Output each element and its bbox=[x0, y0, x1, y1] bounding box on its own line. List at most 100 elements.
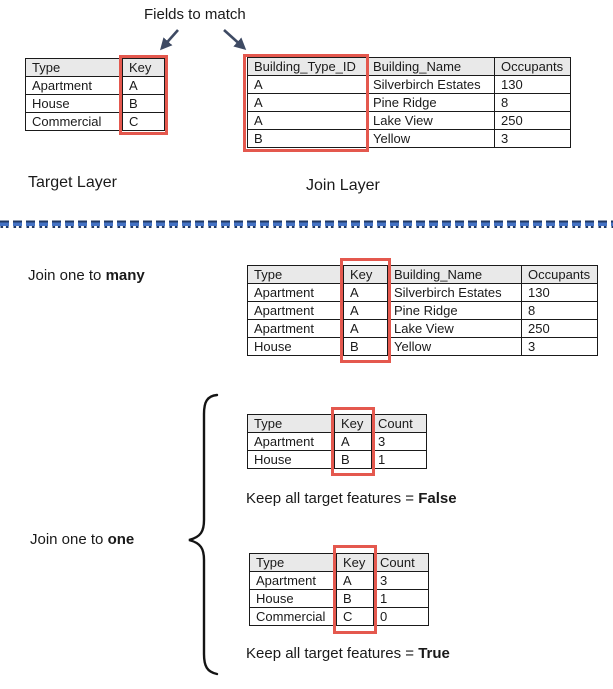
table-row: A Pine Ridge 8 bbox=[247, 93, 571, 112]
table-cell: 130 bbox=[494, 75, 571, 94]
table-cell: House bbox=[25, 94, 123, 113]
table-cell: A bbox=[343, 319, 388, 338]
table-cell: A bbox=[336, 571, 374, 590]
keep-false-caption-prefix: Keep all target features = bbox=[246, 490, 419, 507]
table-cell: B bbox=[122, 94, 165, 113]
one-to-many-table: Type Key Building_Name Occupants Apartme… bbox=[247, 265, 598, 356]
table-cell: House bbox=[249, 589, 337, 608]
table-row: House B Yellow 3 bbox=[247, 337, 598, 356]
table-header-cell: Building_Name bbox=[387, 265, 522, 284]
table-cell: Commercial bbox=[25, 112, 123, 131]
target-layer-label: Target Layer bbox=[28, 174, 117, 191]
table-cell: Pine Ridge bbox=[387, 301, 522, 320]
table-header-row: Building_Type_ID Building_Name Occupants bbox=[247, 57, 571, 76]
one-to-one-true-table: Type Key Count Apartment A 3 House B 1 C… bbox=[249, 553, 429, 626]
table-cell: Apartment bbox=[247, 432, 335, 451]
fields-to-match-label: Fields to match bbox=[144, 6, 246, 23]
table-header-cell: Occupants bbox=[521, 265, 598, 284]
table-cell: 3 bbox=[371, 432, 427, 451]
arrow-to-join-key-icon bbox=[223, 29, 247, 51]
table-row: Apartment A Lake View 250 bbox=[247, 319, 598, 338]
table-cell: Yellow bbox=[366, 129, 495, 148]
table-cell: Silverbirch Estates bbox=[387, 283, 522, 302]
table-cell: Yellow bbox=[387, 337, 522, 356]
table-cell: C bbox=[336, 607, 374, 626]
keep-true-caption-bold: True bbox=[418, 645, 450, 662]
table-header-cell: Type bbox=[25, 58, 123, 77]
table-cell: Apartment bbox=[25, 76, 123, 95]
table-row: A Silverbirch Estates 130 bbox=[247, 75, 571, 94]
table-cell: A bbox=[122, 76, 165, 95]
table-cell: 1 bbox=[371, 450, 427, 469]
table-cell: 8 bbox=[521, 301, 598, 320]
table-cell: 130 bbox=[521, 283, 598, 302]
table-header-row: Type Key Building_Name Occupants bbox=[247, 265, 598, 284]
table-header-cell: Key bbox=[343, 265, 388, 284]
table-cell: Lake View bbox=[366, 111, 495, 130]
table-cell: Apartment bbox=[247, 319, 344, 338]
join-one-to-one-label: Join one to one bbox=[30, 531, 134, 548]
table-row: Apartment A 3 bbox=[249, 571, 429, 590]
table-row: Apartment A Pine Ridge 8 bbox=[247, 301, 598, 320]
table-header-cell: Key bbox=[334, 414, 372, 433]
table-header-row: Type Key Count bbox=[247, 414, 427, 433]
table-cell: B bbox=[334, 450, 372, 469]
keep-true-caption: Keep all target features = True bbox=[246, 645, 450, 662]
table-cell: Pine Ridge bbox=[366, 93, 495, 112]
table-header-cell: Building_Name bbox=[366, 57, 495, 76]
table-cell: Apartment bbox=[249, 571, 337, 590]
curly-brace-icon bbox=[188, 393, 219, 676]
table-cell: A bbox=[343, 301, 388, 320]
arrow-to-target-key-icon bbox=[160, 29, 179, 51]
table-cell: Apartment bbox=[247, 301, 344, 320]
table-cell: B bbox=[336, 589, 374, 608]
table-cell: Silverbirch Estates bbox=[366, 75, 495, 94]
table-cell: 8 bbox=[494, 93, 571, 112]
fields-to-match-arrows bbox=[160, 29, 247, 51]
table-header-cell: Type bbox=[247, 414, 335, 433]
table-header-cell: Key bbox=[122, 58, 165, 77]
join-one-to-one-label-prefix: Join one to bbox=[30, 531, 108, 548]
table-cell: A bbox=[334, 432, 372, 451]
table-header-cell: Key bbox=[336, 553, 374, 572]
table-header-cell: Count bbox=[373, 553, 429, 572]
section-divider bbox=[0, 220, 613, 229]
table-cell: Commercial bbox=[249, 607, 337, 626]
table-cell: 0 bbox=[373, 607, 429, 626]
table-cell: 3 bbox=[373, 571, 429, 590]
table-cell: House bbox=[247, 337, 344, 356]
table-row: Commercial C bbox=[25, 112, 165, 131]
table-cell: 1 bbox=[373, 589, 429, 608]
table-header-cell: Count bbox=[371, 414, 427, 433]
table-row: Commercial C 0 bbox=[249, 607, 429, 626]
table-row: House B 1 bbox=[247, 450, 427, 469]
target-layer-table: Type Key Apartment A House B Commercial … bbox=[25, 58, 165, 131]
table-cell: A bbox=[343, 283, 388, 302]
join-one-to-many-label: Join one to many bbox=[28, 267, 145, 284]
table-cell: B bbox=[247, 129, 367, 148]
table-cell: 3 bbox=[494, 129, 571, 148]
table-row: Apartment A bbox=[25, 76, 165, 95]
table-row: Apartment A 3 bbox=[247, 432, 427, 451]
join-layer-table-wrap: Building_Type_ID Building_Name Occupants… bbox=[243, 54, 571, 152]
table-header-row: Type Key Count bbox=[249, 553, 429, 572]
join-one-to-many-label-bold: many bbox=[105, 267, 145, 284]
table-header-cell: Type bbox=[247, 265, 344, 284]
keep-false-caption: Keep all target features = False bbox=[246, 490, 457, 507]
one-to-many-table-wrap: Type Key Building_Name Occupants Apartme… bbox=[247, 258, 598, 363]
table-row: A Lake View 250 bbox=[247, 111, 571, 130]
join-one-to-many-label-prefix: Join one to bbox=[28, 267, 106, 284]
target-layer-table-wrap: Type Key Apartment A House B Commercial … bbox=[25, 55, 168, 135]
join-one-to-one-label-bold: one bbox=[107, 531, 135, 548]
table-cell: A bbox=[247, 93, 367, 112]
table-row: Apartment A Silverbirch Estates 130 bbox=[247, 283, 598, 302]
table-cell: House bbox=[247, 450, 335, 469]
join-layer-label: Join Layer bbox=[306, 177, 380, 194]
table-cell: C bbox=[122, 112, 165, 131]
table-cell: 3 bbox=[521, 337, 598, 356]
table-row: B Yellow 3 bbox=[247, 129, 571, 148]
keep-true-caption-prefix: Keep all target features = bbox=[246, 645, 419, 662]
table-row: House B 1 bbox=[249, 589, 429, 608]
table-header-cell: Occupants bbox=[494, 57, 571, 76]
table-cell: B bbox=[343, 337, 388, 356]
